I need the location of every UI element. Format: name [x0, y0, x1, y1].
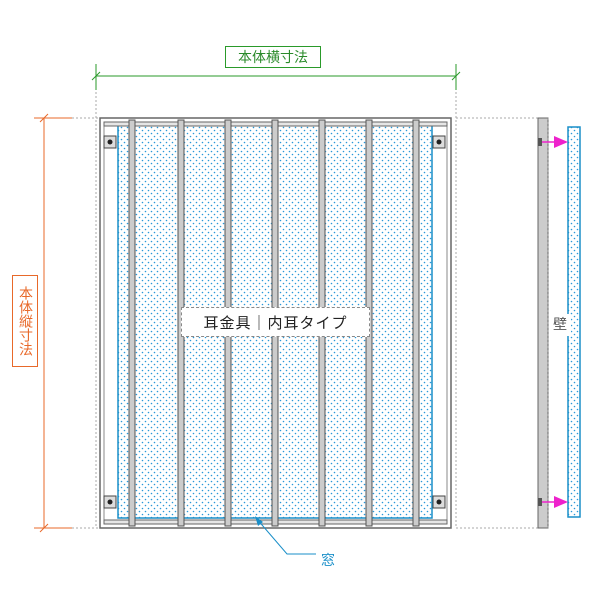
side-view: [537, 117, 581, 529]
ear-bracket-type-label: 耳金具｜内耳タイプ: [181, 307, 370, 337]
wall-section: [537, 117, 549, 529]
height-dimension-label: 本体縦寸法: [12, 275, 38, 367]
window-leader-arrowhead: [255, 516, 263, 526]
window-leader-line: [255, 517, 316, 555]
ear-brackets: [103, 135, 446, 509]
ear-bracket-bottom-right: [432, 495, 446, 509]
width-dimension-line: [91, 64, 461, 90]
fixing-arrowhead-bottom: [554, 496, 568, 508]
window-label: 窓: [321, 553, 335, 569]
wall-label: 壁: [549, 314, 571, 336]
ear-bracket-top-left: [103, 135, 117, 149]
vertical-bar: [128, 119, 136, 527]
ear-bracket-top-right: [432, 135, 446, 149]
height-dimension-line: [34, 113, 72, 533]
vertical-bar: [412, 119, 420, 527]
ear-bracket-bottom-left: [103, 495, 117, 509]
fixing-arrowhead-top: [554, 136, 568, 148]
width-dimension-label: 本体横寸法: [225, 46, 321, 68]
